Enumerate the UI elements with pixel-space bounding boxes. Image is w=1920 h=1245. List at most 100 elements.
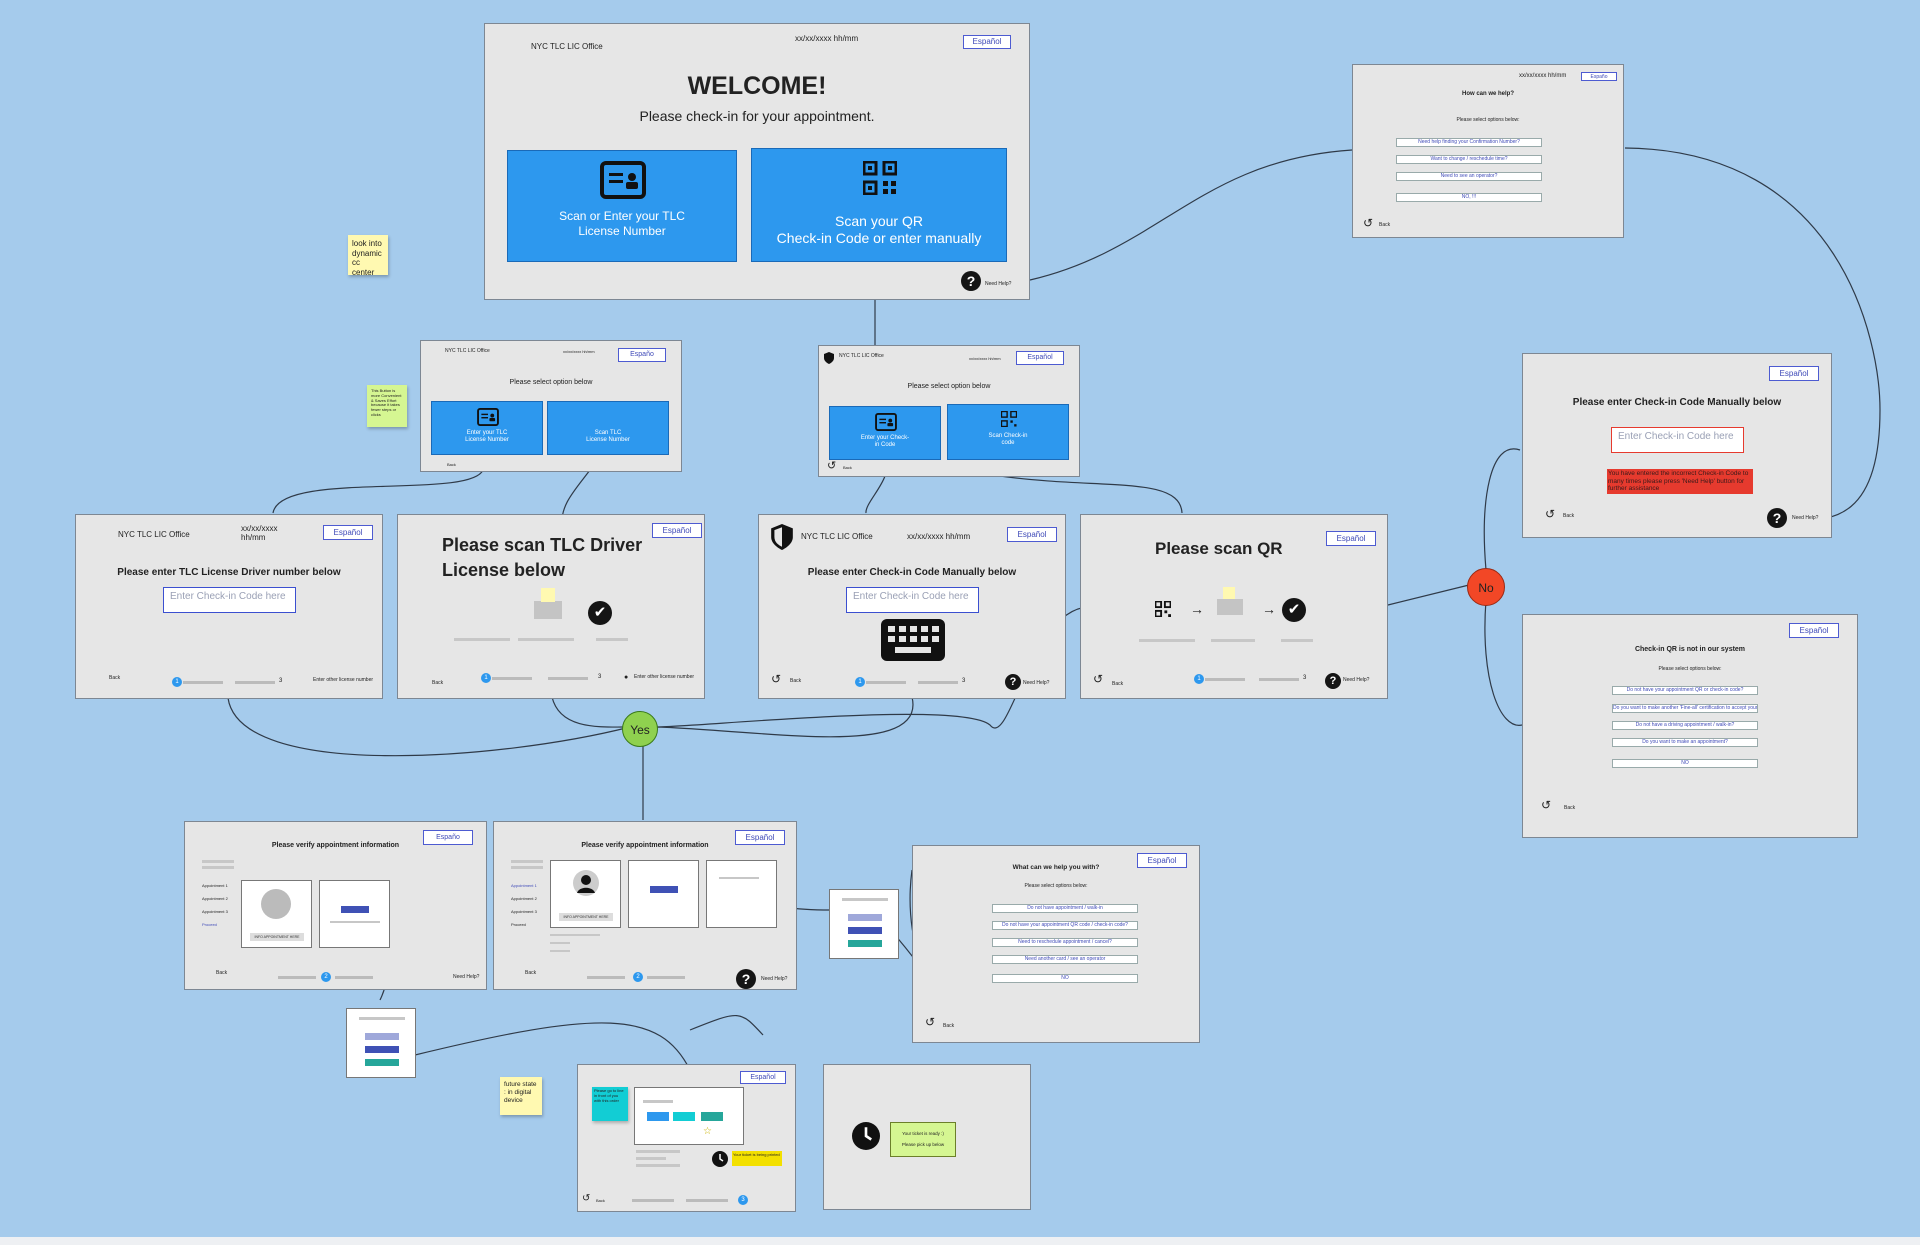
connector <box>1484 599 1523 726</box>
appointment-item[interactable]: Appointment 3 <box>511 909 537 914</box>
back-label[interactable]: Back <box>216 970 228 976</box>
scan-license-button[interactable]: Scan TLC License Number <box>547 401 669 455</box>
back-icon[interactable]: ↺ <box>771 672 782 686</box>
other-license-link[interactable]: Enter other license number <box>634 674 695 680</box>
back-label[interactable]: Back <box>432 680 444 686</box>
office-label: NYC TLC LIC Office <box>531 42 603 51</box>
back-label[interactable]: Back <box>1112 681 1124 687</box>
help-option[interactable]: Need to see an operator? <box>1396 172 1542 181</box>
scan-license-label: Scan TLC License Number <box>586 430 630 443</box>
not-found-option[interactable]: Do not have your appointment QR or check… <box>1612 686 1758 695</box>
espanol-button[interactable]: Español <box>735 830 785 845</box>
connector <box>999 475 1183 514</box>
back-label[interactable]: Back <box>525 970 537 976</box>
help-with-option[interactable]: Need to reschedule appointment / cancel? <box>992 938 1138 947</box>
license-input[interactable]: Enter Check-in Code here <box>163 587 296 613</box>
sticky-note-convenient[interactable]: This Button is more Convenient & Saves E… <box>367 385 407 427</box>
back-icon[interactable]: ↺ <box>1093 672 1104 686</box>
checkin-code-input[interactable]: Enter Check-in Code here <box>846 587 979 613</box>
connector <box>1387 584 1470 606</box>
connector <box>689 1015 764 1036</box>
back-label[interactable]: Back <box>596 1198 605 1203</box>
back-icon[interactable]: ↺ <box>827 460 837 472</box>
help-icon[interactable]: ? <box>1325 673 1341 689</box>
back-label[interactable]: Back <box>109 675 121 681</box>
help-with-screen: Español What can we help you with? Pleas… <box>912 845 1200 1043</box>
appointment-item[interactable]: Appointment 1 <box>511 883 537 888</box>
help-with-option[interactable]: Do not have appointment / walk-in <box>992 904 1138 913</box>
back-label[interactable]: Back <box>447 462 456 467</box>
espanol-button[interactable]: Español <box>740 1071 786 1084</box>
help-with-option[interactable]: Do not have your appointment QR code / c… <box>992 921 1138 930</box>
help-option[interactable]: Need help finding your Confirmation Numb… <box>1396 138 1542 147</box>
enter-license-button[interactable]: Enter your TLC License Number <box>431 401 543 455</box>
proceed-link[interactable]: Proceed <box>202 922 217 927</box>
sticky-note-future[interactable]: future state : in digital device <box>500 1077 542 1115</box>
back-label[interactable]: Back <box>790 678 802 684</box>
back-icon[interactable]: ↺ <box>582 1193 591 1204</box>
help-icon[interactable]: ? <box>1005 674 1021 690</box>
espanol-button[interactable]: Español <box>963 35 1011 49</box>
clock-icon <box>712 1151 728 1167</box>
appointment-item[interactable]: Appointment 1 <box>202 883 228 888</box>
espanol-button[interactable]: Españo <box>618 348 666 362</box>
not-found-option[interactable]: Do not have a driving appointment / walk… <box>1612 721 1758 730</box>
espanol-button[interactable]: Español <box>1326 531 1376 546</box>
help-with-option[interactable]: Need another card / see an operator <box>992 955 1138 964</box>
back-label[interactable]: Back <box>1563 513 1575 519</box>
help-with-subtitle: Please select options below: <box>1024 883 1088 889</box>
espanol-button[interactable]: Español <box>1789 623 1839 638</box>
espanol-button[interactable]: Españo <box>423 830 473 845</box>
espanol-button[interactable]: Españo <box>1581 72 1617 81</box>
espanol-button[interactable]: Español <box>1016 351 1064 365</box>
no-decision-node[interactable]: No <box>1467 568 1505 606</box>
not-found-option[interactable]: Do you want to make an appointment? <box>1612 738 1758 747</box>
back-icon[interactable]: ↺ <box>925 1015 936 1029</box>
back-icon[interactable]: ↺ <box>1545 507 1556 521</box>
help-with-option[interactable]: NO <box>992 974 1138 983</box>
espanol-button[interactable]: Español <box>652 523 702 538</box>
mini-option <box>701 1112 723 1121</box>
help-icon[interactable]: ? <box>961 271 981 291</box>
placeholder-bar <box>550 942 570 944</box>
proceed-link[interactable]: Proceed <box>511 922 526 927</box>
kiosk-illustration: ☆ <box>634 1087 744 1145</box>
other-license-link[interactable]: Enter other license number <box>313 677 374 683</box>
back-label[interactable]: Back <box>1564 805 1576 811</box>
back-label[interactable]: Back <box>1379 222 1391 228</box>
espanol-button[interactable]: Español <box>1137 853 1187 868</box>
back-label[interactable]: Back <box>943 1023 955 1029</box>
progress-bar <box>1259 678 1299 681</box>
espanol-button[interactable]: Español <box>1007 527 1057 542</box>
appointment-item[interactable]: Appointment 3 <box>202 909 228 914</box>
espanol-button[interactable]: Español <box>323 525 373 540</box>
datetime-label: xx/xx/xxxx hh/mm <box>907 532 971 541</box>
sticky-note-dynamic[interactable]: look into dynamic cc center <box>348 235 388 277</box>
back-icon[interactable]: ↺ <box>1541 798 1552 812</box>
need-help-label: Need Help? <box>453 974 480 980</box>
qr-card-illustration <box>1223 587 1235 599</box>
espanol-button[interactable]: Español <box>1769 366 1819 381</box>
checkin-code-input[interactable]: Enter Check-in Code here <box>1611 427 1744 453</box>
help-icon[interactable]: ? <box>1767 508 1787 528</box>
appointment-item[interactable]: Appointment 2 <box>202 896 228 901</box>
help-option[interactable]: Want to change / reschedule time? <box>1396 155 1542 164</box>
enter-code-button[interactable]: Enter your Check-in Code <box>829 406 941 460</box>
help-icon[interactable]: ? <box>736 969 756 989</box>
back-icon[interactable]: ↺ <box>1363 216 1374 230</box>
yes-decision-node[interactable]: Yes <box>622 711 658 747</box>
not-found-option[interactable]: NO <box>1612 759 1758 768</box>
appointment-item[interactable]: Appointment 2 <box>511 896 537 901</box>
placeholder-bar <box>454 638 510 641</box>
scan-license-button[interactable]: Scan or Enter your TLC License Number <box>507 150 737 262</box>
scan-qr-button[interactable]: Scan your QR Check-in Code or enter manu… <box>751 148 1007 262</box>
scan-code-button[interactable]: Scan Check-in code <box>947 404 1069 460</box>
help-option[interactable]: NO, !!! <box>1396 193 1542 202</box>
back-label[interactable]: Back <box>843 465 852 470</box>
progress-bar <box>866 681 906 684</box>
info-icon: ● <box>624 674 629 681</box>
sticky-note-line[interactable]: Please go to line in front of you with t… <box>592 1087 628 1121</box>
step-indicator: 1 <box>855 677 865 687</box>
not-found-option[interactable]: Do you want to make another 'Fine-all' c… <box>1612 704 1758 713</box>
